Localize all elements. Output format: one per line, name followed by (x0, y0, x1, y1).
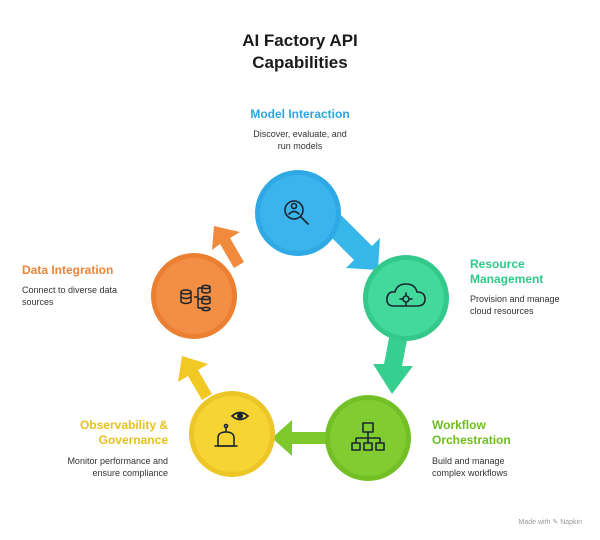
label-resource-line-1: Resource (470, 257, 525, 271)
label-observability-line-2: Governance (98, 433, 168, 447)
label-workflow-line-1: Workflow (432, 418, 486, 432)
title-line-2: Capabilities (252, 53, 348, 72)
node-circle-resource (363, 255, 449, 341)
desc-data-line-2: sources (22, 297, 54, 307)
desc-data-line-1: Connect to diverse data (22, 285, 118, 295)
desc-workflow-line-2: complex workflows (432, 468, 508, 478)
arrow-resource-to-workflow (373, 333, 413, 394)
model-search-icon (284, 200, 309, 225)
desc-observability-governance: Monitor performance and ensure complianc… (20, 455, 168, 479)
label-workflow-orchestration: Workflow Orchestration (432, 418, 572, 448)
cloud-gear-icon (386, 283, 426, 307)
arrow-data-to-model (212, 226, 244, 268)
hierarchy-icon (351, 422, 385, 451)
label-workflow-line-2: Orchestration (432, 433, 511, 447)
arrow-observability-to-data (178, 356, 212, 400)
eye-robot-icon (214, 411, 250, 447)
desc-observability-line-2: ensure compliance (92, 468, 168, 478)
napkin-watermark: Made with ✎ Napkin (518, 519, 582, 526)
arrow-workflow-to-observability (272, 420, 326, 456)
label-observability-line-1: Observability & (79, 418, 168, 432)
desc-model-line-2: run models (277, 141, 323, 151)
desc-model-line-1: Discover, evaluate, and (253, 129, 347, 139)
desc-model-interaction: Discover, evaluate, and run models (212, 128, 388, 152)
desc-workflow-line-1: Build and manage (432, 456, 505, 466)
label-resource-line-2: Management (470, 272, 544, 286)
page-title: AI Factory API Capabilities (0, 30, 600, 74)
desc-resource-line-1: Provision and manage (470, 294, 560, 304)
desc-data-integration: Connect to diverse data sources (22, 284, 152, 308)
database-icon (180, 284, 211, 312)
title-line-1: AI Factory API (242, 31, 358, 50)
label-observability-governance: Observability & Governance (20, 418, 168, 448)
node-circle-data (151, 253, 237, 339)
label-data-integration: Data Integration (22, 263, 114, 277)
label-model-interaction: Model Interaction (250, 107, 350, 121)
desc-workflow-orchestration: Build and manage complex workflows (432, 455, 572, 479)
desc-resource-line-2: cloud resources (470, 306, 534, 316)
desc-observability-line-1: Monitor performance and (67, 456, 168, 466)
desc-resource-management: Provision and manage cloud resources (470, 293, 595, 317)
label-resource-management: Resource Management (470, 257, 590, 287)
